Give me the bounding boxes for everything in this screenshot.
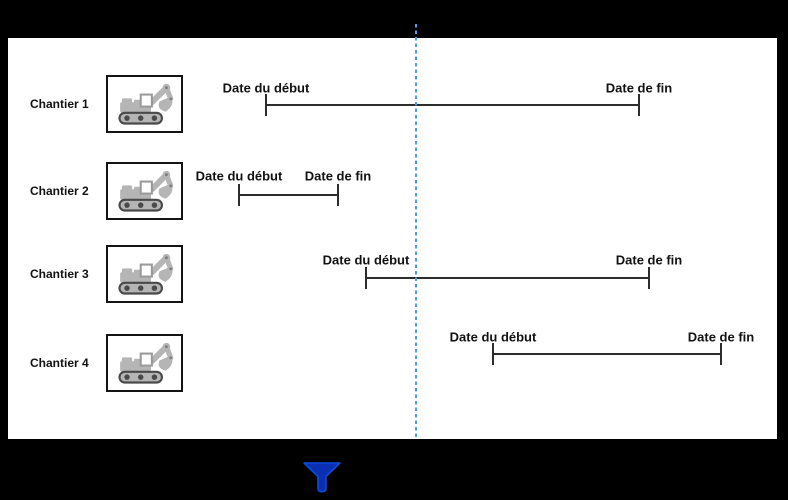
- timeline-end-tick-chantier-2: [337, 184, 339, 206]
- timeline-end-tick-chantier-4: [720, 343, 722, 365]
- excavator-icon-box-3: [106, 245, 183, 303]
- timeline-start-tick-chantier-3: [365, 267, 367, 289]
- timeline-start-label-chantier-2: Date du début: [195, 168, 283, 184]
- excavator-icon: [117, 253, 173, 295]
- timeline-start-tick-chantier-1: [265, 94, 267, 116]
- timeline-end-label-chantier-1: Date de fin: [605, 80, 673, 96]
- timeline-bar-chantier-3: [366, 277, 649, 279]
- excavator-icon: [117, 83, 173, 125]
- row-label-chantier-1: Chantier 1: [30, 97, 89, 111]
- excavator-icon-box-2: [106, 162, 183, 220]
- timeline-end-label-chantier-2: Date de fin: [304, 168, 372, 184]
- timeline-end-tick-chantier-3: [648, 267, 650, 289]
- excavator-icon: [117, 170, 173, 212]
- row-label-chantier-4: Chantier 4: [30, 356, 89, 370]
- current-date-divider-line: [415, 24, 417, 438]
- filter-funnel-icon: [303, 462, 341, 493]
- timeline-start-label-chantier-1: Date du début: [222, 80, 310, 96]
- row-label-chantier-2: Chantier 2: [30, 184, 89, 198]
- timeline-start-label-chantier-4: Date du début: [449, 329, 537, 345]
- row-label-chantier-3: Chantier 3: [30, 267, 89, 281]
- excavator-icon-box-4: [106, 334, 183, 392]
- timeline-bar-chantier-2: [239, 194, 338, 196]
- timeline-end-tick-chantier-1: [638, 94, 640, 116]
- timeline-start-tick-chantier-4: [492, 343, 494, 365]
- timeline-start-tick-chantier-2: [238, 184, 240, 206]
- timeline-bar-chantier-1: [266, 104, 639, 106]
- timeline-bar-chantier-4: [493, 353, 721, 355]
- timeline-end-label-chantier-3: Date de fin: [615, 252, 683, 268]
- excavator-icon-box-1: [106, 75, 183, 133]
- timeline-start-label-chantier-3: Date du début: [322, 252, 410, 268]
- excavator-icon: [117, 342, 173, 384]
- timeline-end-label-chantier-4: Date de fin: [687, 329, 755, 345]
